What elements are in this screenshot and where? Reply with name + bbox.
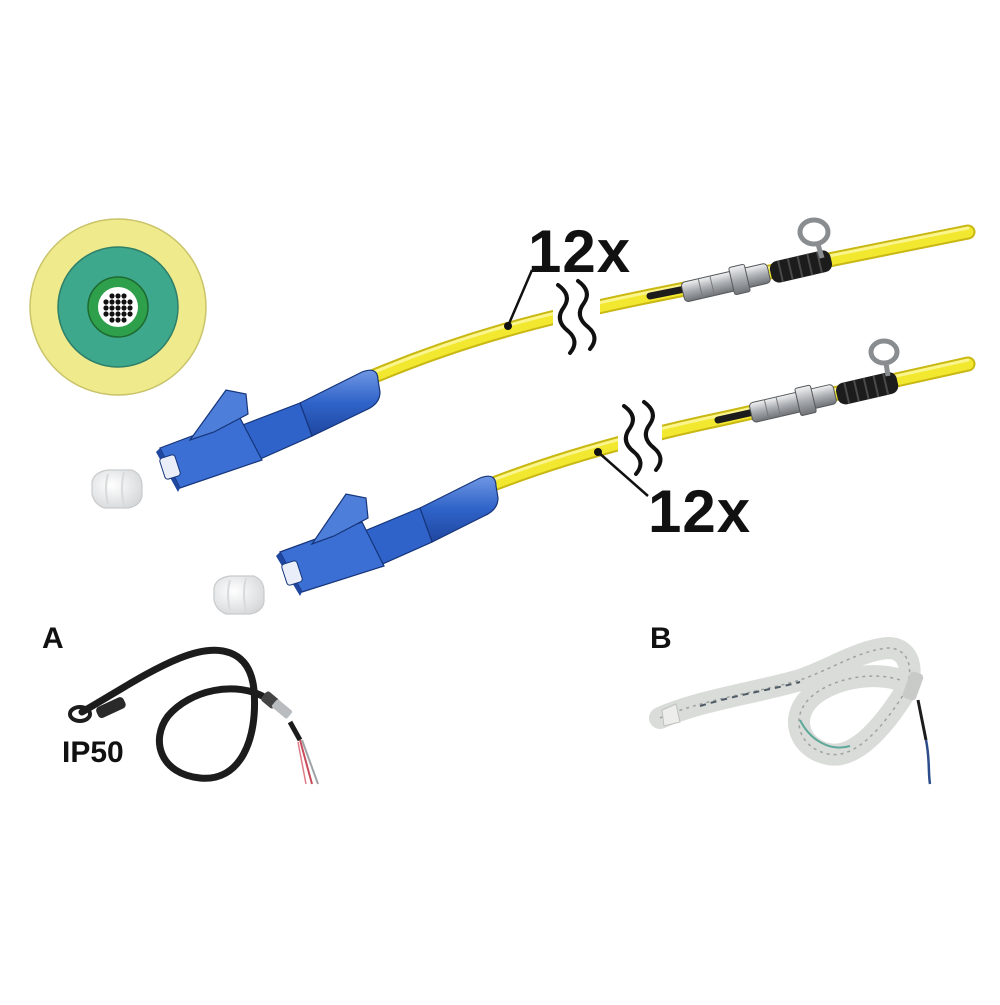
ip-rating-label: IP50 [62, 736, 124, 769]
strain-relief-boot-top [769, 250, 833, 283]
cable-break-wave-icon-bottom [622, 400, 663, 476]
fiber-count-label-top: 12x [528, 218, 632, 285]
dust-cap-top [91, 469, 143, 509]
cable-break-wave-icon-top [556, 279, 597, 355]
pulling-eye-loop [68, 705, 92, 723]
variant-b-pulling-sock [649, 636, 932, 785]
lc-connector-top [156, 369, 381, 492]
eyelet-top [797, 217, 831, 259]
patch-cord-top [91, 217, 976, 509]
metal-connector-top [681, 263, 771, 302]
patch-cord-bottom [213, 338, 976, 615]
variant-b-label: B [650, 622, 672, 655]
variant-a-pulling-cable [68, 646, 319, 785]
fiber-dots [103, 293, 133, 323]
eyelet-bottom [868, 338, 900, 377]
lc-latch-top [188, 389, 249, 442]
count-pointer-top [506, 269, 534, 327]
dust-cap-bottom [213, 575, 265, 615]
fiber-count-label-bottom: 12x [648, 478, 752, 545]
lc-latch-bottom [310, 493, 369, 546]
cable-cross-section [29, 218, 207, 396]
variant-a-label: A [42, 622, 64, 655]
lc-connector-bottom [276, 475, 499, 596]
count-pointer-bottom [597, 451, 649, 497]
metal-connector-bottom [749, 384, 837, 423]
strain-relief-boot-bottom [836, 372, 899, 405]
